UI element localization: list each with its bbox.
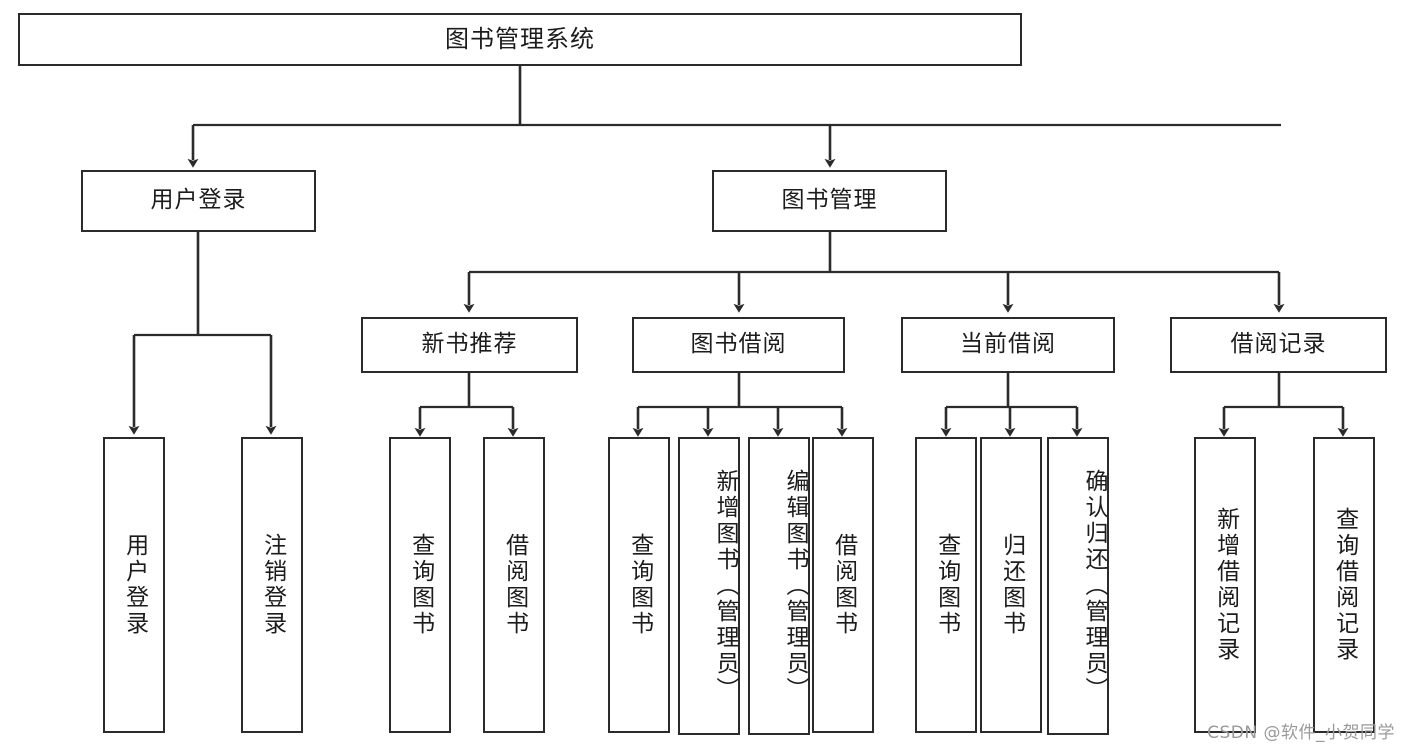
leaf-label: 查询图书 bbox=[933, 533, 960, 637]
leaf-label: 归还图书 bbox=[998, 533, 1025, 637]
leaf-label: 编辑图书（管理员） bbox=[782, 469, 808, 703]
leaf-label: 查询图书 bbox=[407, 533, 434, 637]
leaf-add-book-admin[interactable]: 新增图书（管理员） bbox=[678, 437, 740, 735]
leaf-label: 新增图书（管理员） bbox=[712, 469, 738, 703]
leaf-borrow-book-borrow[interactable]: 借阅图书 bbox=[812, 437, 874, 733]
node-current-borrow[interactable]: 当前借阅 bbox=[901, 317, 1115, 373]
watermark-text: CSDN @软件_小贺同学 bbox=[1207, 723, 1395, 743]
leaf-label: 查询借阅记录 bbox=[1331, 507, 1358, 663]
node-user-login[interactable]: 用户登录 bbox=[81, 170, 316, 232]
node-borrow-record[interactable]: 借阅记录 bbox=[1170, 317, 1387, 373]
leaf-query-book-current[interactable]: 查询图书 bbox=[915, 437, 977, 733]
node-new-book-recommend[interactable]: 新书推荐 bbox=[361, 317, 578, 373]
leaf-edit-book-admin[interactable]: 编辑图书（管理员） bbox=[748, 437, 810, 735]
leaf-label: 借阅图书 bbox=[501, 533, 528, 637]
leaf-label: 注销登录 bbox=[259, 533, 286, 637]
leaf-query-book-borrow[interactable]: 查询图书 bbox=[608, 437, 670, 733]
node-book-management[interactable]: 图书管理 bbox=[712, 170, 947, 232]
leaf-query-book-recommend[interactable]: 查询图书 bbox=[389, 437, 451, 733]
leaf-query-borrow-record[interactable]: 查询借阅记录 bbox=[1313, 437, 1375, 733]
node-book-borrow[interactable]: 图书借阅 bbox=[632, 317, 845, 373]
leaf-return-book[interactable]: 归还图书 bbox=[980, 437, 1042, 733]
leaf-label: 查询图书 bbox=[626, 533, 653, 637]
leaf-label: 确认归还（管理员） bbox=[1081, 469, 1107, 703]
leaf-user-login[interactable]: 用户登录 bbox=[103, 437, 165, 733]
node-root-system[interactable]: 图书管理系统 bbox=[18, 13, 1022, 66]
leaf-label: 用户登录 bbox=[121, 533, 148, 637]
leaf-borrow-book-recommend[interactable]: 借阅图书 bbox=[483, 437, 545, 733]
leaf-logout[interactable]: 注销登录 bbox=[241, 437, 303, 733]
leaf-label: 新增借阅记录 bbox=[1212, 507, 1239, 663]
leaf-add-borrow-record[interactable]: 新增借阅记录 bbox=[1194, 437, 1256, 733]
leaf-label: 借阅图书 bbox=[830, 533, 857, 637]
leaf-confirm-return-admin[interactable]: 确认归还（管理员） bbox=[1047, 437, 1109, 735]
